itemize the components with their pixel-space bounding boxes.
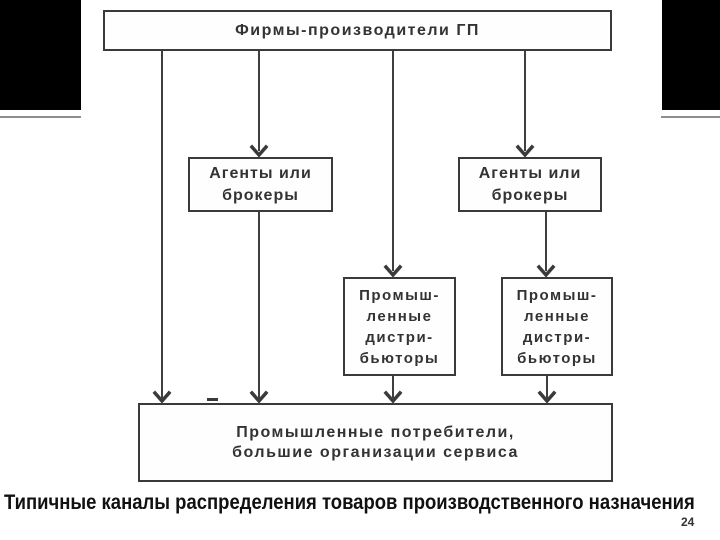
node-distributors-right-label-line2: ленные <box>524 307 590 325</box>
arrowhead-distributors-left-consumers <box>383 390 403 404</box>
node-distributors-right-label-line3: дистри- <box>522 328 592 346</box>
node-industrial-consumers: Промышленные потребители, большие органи… <box>138 403 613 482</box>
top-right-separator-line <box>661 116 720 118</box>
node-distributors-right-label-line4: бьюторы <box>517 349 597 367</box>
node-agents-right-label-line2: брокеры <box>491 186 569 204</box>
arrowhead-producers-distributors-left <box>383 264 403 278</box>
node-distributors-left-label-line3: дистри- <box>365 328 434 346</box>
node-distributors-left-label-line1: Промыш- <box>359 286 440 304</box>
node-industrial-consumers-label-line1: Промышленные потребители, <box>236 423 515 441</box>
top-left-black-block <box>0 0 81 110</box>
node-agents-right: Агенты или брокеры <box>458 157 602 212</box>
arrowhead-producers-agents-right <box>515 144 535 158</box>
node-agents-left-label-line1: Агенты или <box>209 164 312 182</box>
page-number: 24 <box>681 515 695 529</box>
node-producers-label: Фирмы-производители ГП <box>235 21 480 39</box>
node-agents-right-label-line1: Агенты или <box>478 164 582 182</box>
arrowhead-distributors-right-consumers <box>537 390 557 404</box>
top-left-separator-line <box>0 116 81 118</box>
node-agents-left-label-line2: брокеры <box>222 186 299 204</box>
node-distributors-right-label-line1: Промыш- <box>516 286 598 304</box>
arrowhead-producers-consumers <box>152 390 172 404</box>
node-industrial-consumers-label-line2: большие организации сервиса <box>232 443 519 461</box>
arrowhead-agents-right-distributors-right <box>536 264 556 278</box>
node-distributors-left-label-line2: ленные <box>366 307 433 325</box>
arrowhead-producers-agents-left <box>249 144 269 158</box>
node-agents-left: Агенты или брокеры <box>188 157 333 212</box>
node-distributors-left: Промыш- ленные дистри- бьюторы <box>343 277 456 376</box>
node-producers: Фирмы-производители ГП <box>103 10 612 51</box>
scan-artifact-dash <box>207 398 218 401</box>
top-right-black-block <box>662 0 720 110</box>
node-distributors-right: Промыш- ленные дистри- бьюторы <box>501 277 613 376</box>
node-distributors-left-label-line4: бьюторы <box>359 349 440 367</box>
slide-caption: Типичные каналы распределения товаров пр… <box>4 491 695 514</box>
arrowhead-agents-left-consumers <box>249 390 269 404</box>
